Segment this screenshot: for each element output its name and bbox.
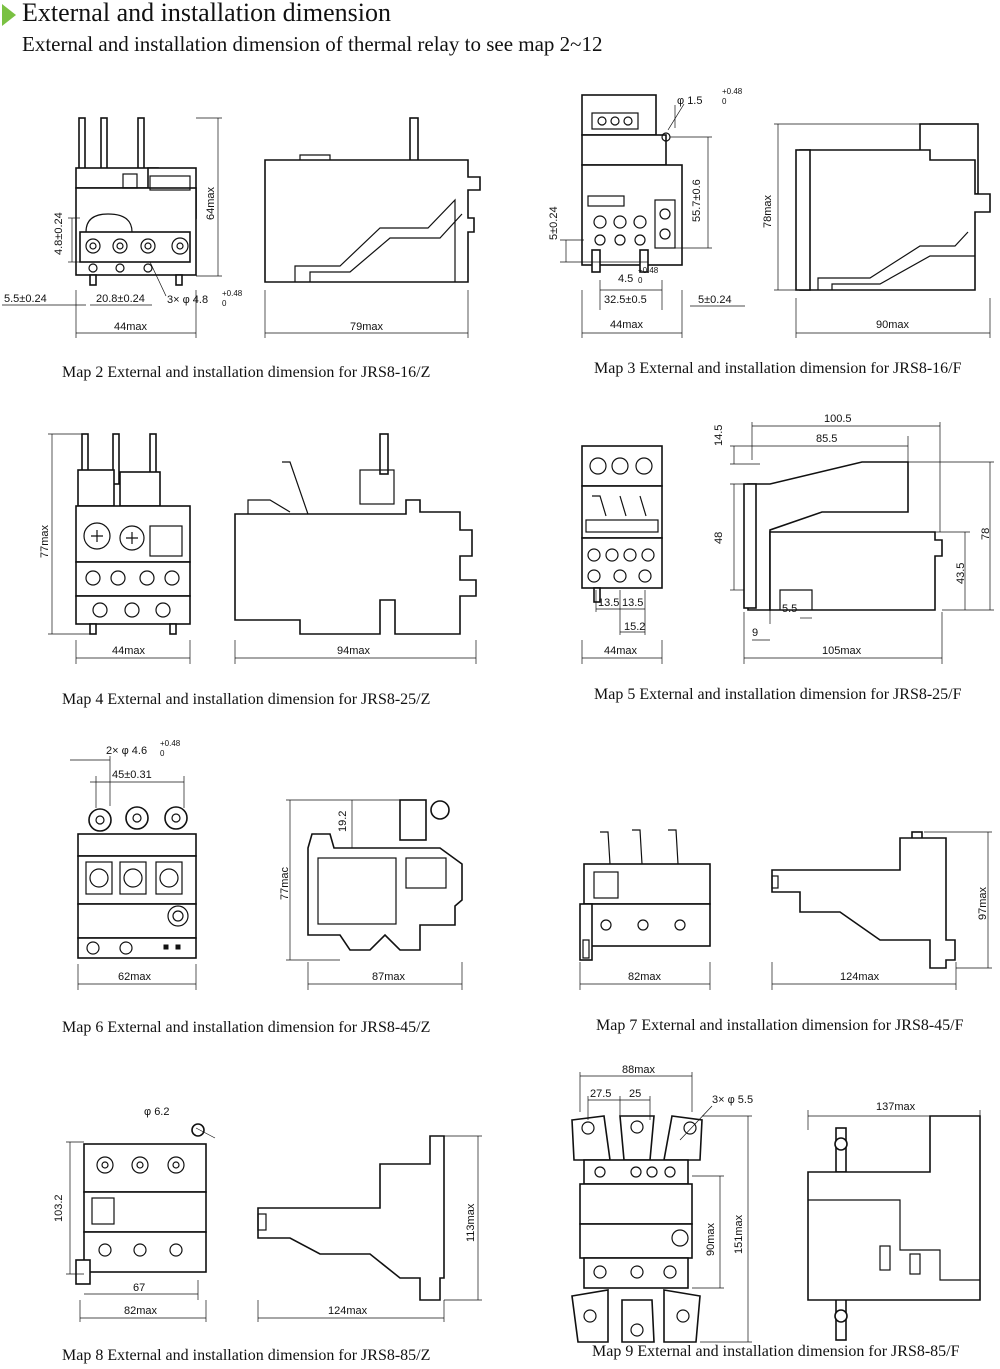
map-2-side-view xyxy=(264,117,481,338)
dim-map3-78max: 78max xyxy=(762,194,774,228)
map-4-side-view xyxy=(234,433,477,664)
dim-map3-90max: 90max xyxy=(876,319,910,331)
dim-map5-85-5: 85.5 xyxy=(816,433,837,445)
dim-map2-4-8: 4.8±0.24 xyxy=(53,212,65,255)
map-6-caption: Map 6 External and installation dimensio… xyxy=(62,1019,431,1036)
dim-map5-43-5: 43.5 xyxy=(955,563,967,584)
dim-map6-19-2: 19.2 xyxy=(337,811,349,832)
dim-map7-124max: 124max xyxy=(840,971,880,983)
dim-map5-78: 78 xyxy=(980,528,992,540)
dim-map8-113max: 113max xyxy=(465,1203,477,1242)
dim-map5-5-5: 5.5 xyxy=(782,603,797,615)
dim-map3-tol-upper: +0.48 xyxy=(722,87,743,96)
dim-map8-103-2: 103.2 xyxy=(53,1194,65,1222)
dim-map2-64max: 64max xyxy=(205,186,217,220)
dim-map2-5-5: 5.5±0.24 xyxy=(4,293,47,305)
dim-map4-44max: 44max xyxy=(112,645,146,657)
dim-map2-20-8: 20.8±0.24 xyxy=(96,293,145,305)
map-7-front-view xyxy=(579,829,711,990)
map-8-caption: Map 8 External and installation dimensio… xyxy=(62,1347,431,1364)
dim-map9-25: 25 xyxy=(629,1088,641,1100)
dim-map5-9: 9 xyxy=(752,627,758,639)
map-9-front-view xyxy=(571,1072,752,1343)
map-9-side-view xyxy=(807,1110,981,1341)
map-9-caption: Map 9 External and installation dimensio… xyxy=(592,1343,960,1360)
dim-map3-4-5-upper: +0.48 xyxy=(638,266,659,275)
dim-map6-tol-upper: +0.48 xyxy=(160,739,181,748)
map-6-front-view xyxy=(70,756,197,990)
dim-map2-tol-upper: +0.48 xyxy=(222,289,243,298)
dim-map3-4-5-lower: 0 xyxy=(638,276,643,285)
arrow-bullet-icon xyxy=(2,4,16,26)
dim-map9-137max: 137max xyxy=(876,1101,916,1113)
dim-map9-151max: 151max xyxy=(733,1214,745,1254)
map-8-side-view xyxy=(257,1135,482,1322)
map-3-side-view xyxy=(774,123,991,338)
map-6-side-view xyxy=(286,799,463,990)
map-5-caption: Map 5 External and installation dimensio… xyxy=(594,686,962,703)
dim-map9-27-5: 27.5 xyxy=(590,1088,611,1100)
dim-map9-88max: 88max xyxy=(622,1064,656,1076)
map-7-caption: Map 7 External and installation dimensio… xyxy=(596,1017,964,1034)
dim-map9-hole: 3× φ 5.5 xyxy=(712,1094,753,1106)
dim-map6-77mac: 77mac xyxy=(279,866,291,900)
map-2-caption: Map 2 External and installation dimensio… xyxy=(62,364,431,381)
dim-map5-14-5: 14.5 xyxy=(713,425,725,446)
dim-map2-hole-dia: 3× φ 4.8 xyxy=(167,294,208,306)
map-3-front-view xyxy=(560,94,745,338)
map-3-caption: Map 3 External and installation dimensio… xyxy=(594,360,962,377)
dim-map8-hole: φ 6.2 xyxy=(144,1106,169,1118)
dim-map3-32-5: 32.5±0.5 xyxy=(604,294,647,306)
dim-map5-100-5: 100.5 xyxy=(824,413,852,425)
dim-map3-55-7: 55.7±0.6 xyxy=(691,179,703,222)
dim-map5-13-5a: 13.5 xyxy=(598,597,619,609)
dim-map3-hole: φ 1.5 xyxy=(677,95,702,107)
dim-map2-79max: 79max xyxy=(350,321,384,333)
dim-map5-105max: 105max xyxy=(822,645,862,657)
dim-map7-82max: 82max xyxy=(628,971,662,983)
dim-map6-hole: 2× φ 4.6 xyxy=(106,745,147,757)
page-subtitle: External and installation dimension of t… xyxy=(22,32,603,56)
dim-map5-48: 48 xyxy=(713,532,725,544)
dim-map6-62max: 62max xyxy=(118,971,152,983)
dim-map3-5-right: 5±0.24 xyxy=(698,294,732,306)
dim-map3-4-5: 4.5 xyxy=(618,273,633,285)
map-5-front-view xyxy=(581,445,663,664)
dim-map4-94max: 94max xyxy=(337,645,371,657)
map-7-side-view xyxy=(771,831,992,990)
map-4-front-view xyxy=(48,433,191,664)
dim-map6-45: 45±0.31 xyxy=(112,769,152,781)
map-4-caption: Map 4 External and installation dimensio… xyxy=(62,691,431,708)
page-title: External and installation dimension xyxy=(22,0,391,27)
dim-map7-97max: 97max xyxy=(977,886,989,920)
map-8-front-view xyxy=(66,1123,216,1322)
dim-map6-87max: 87max xyxy=(372,971,406,983)
dim-map8-67: 67 xyxy=(133,1282,145,1294)
dim-map5-15-2: 15.2 xyxy=(624,621,645,633)
map-2-front-view xyxy=(2,117,222,338)
page-heading: External and installation dimension Exte… xyxy=(0,0,1000,60)
dim-map8-124max: 124max xyxy=(328,1305,368,1317)
dim-map5-13-5b: 13.5 xyxy=(622,597,643,609)
dim-map5-44max: 44max xyxy=(604,645,638,657)
dim-map9-90max: 90max xyxy=(705,1222,717,1256)
dim-map3-44max: 44max xyxy=(610,319,644,331)
dim-map2-44max: 44max xyxy=(114,321,148,333)
dim-map3-tol-lower: 0 xyxy=(722,97,727,106)
dim-map8-82max: 82max xyxy=(124,1305,158,1317)
dim-map3-5-left: 5±0.24 xyxy=(548,206,560,240)
map-5-side-view xyxy=(730,422,994,664)
dim-map4-77max: 77max xyxy=(39,524,51,558)
dim-map2-tol-lower: 0 xyxy=(222,299,227,308)
dim-map6-tol-lower: 0 xyxy=(160,749,165,758)
